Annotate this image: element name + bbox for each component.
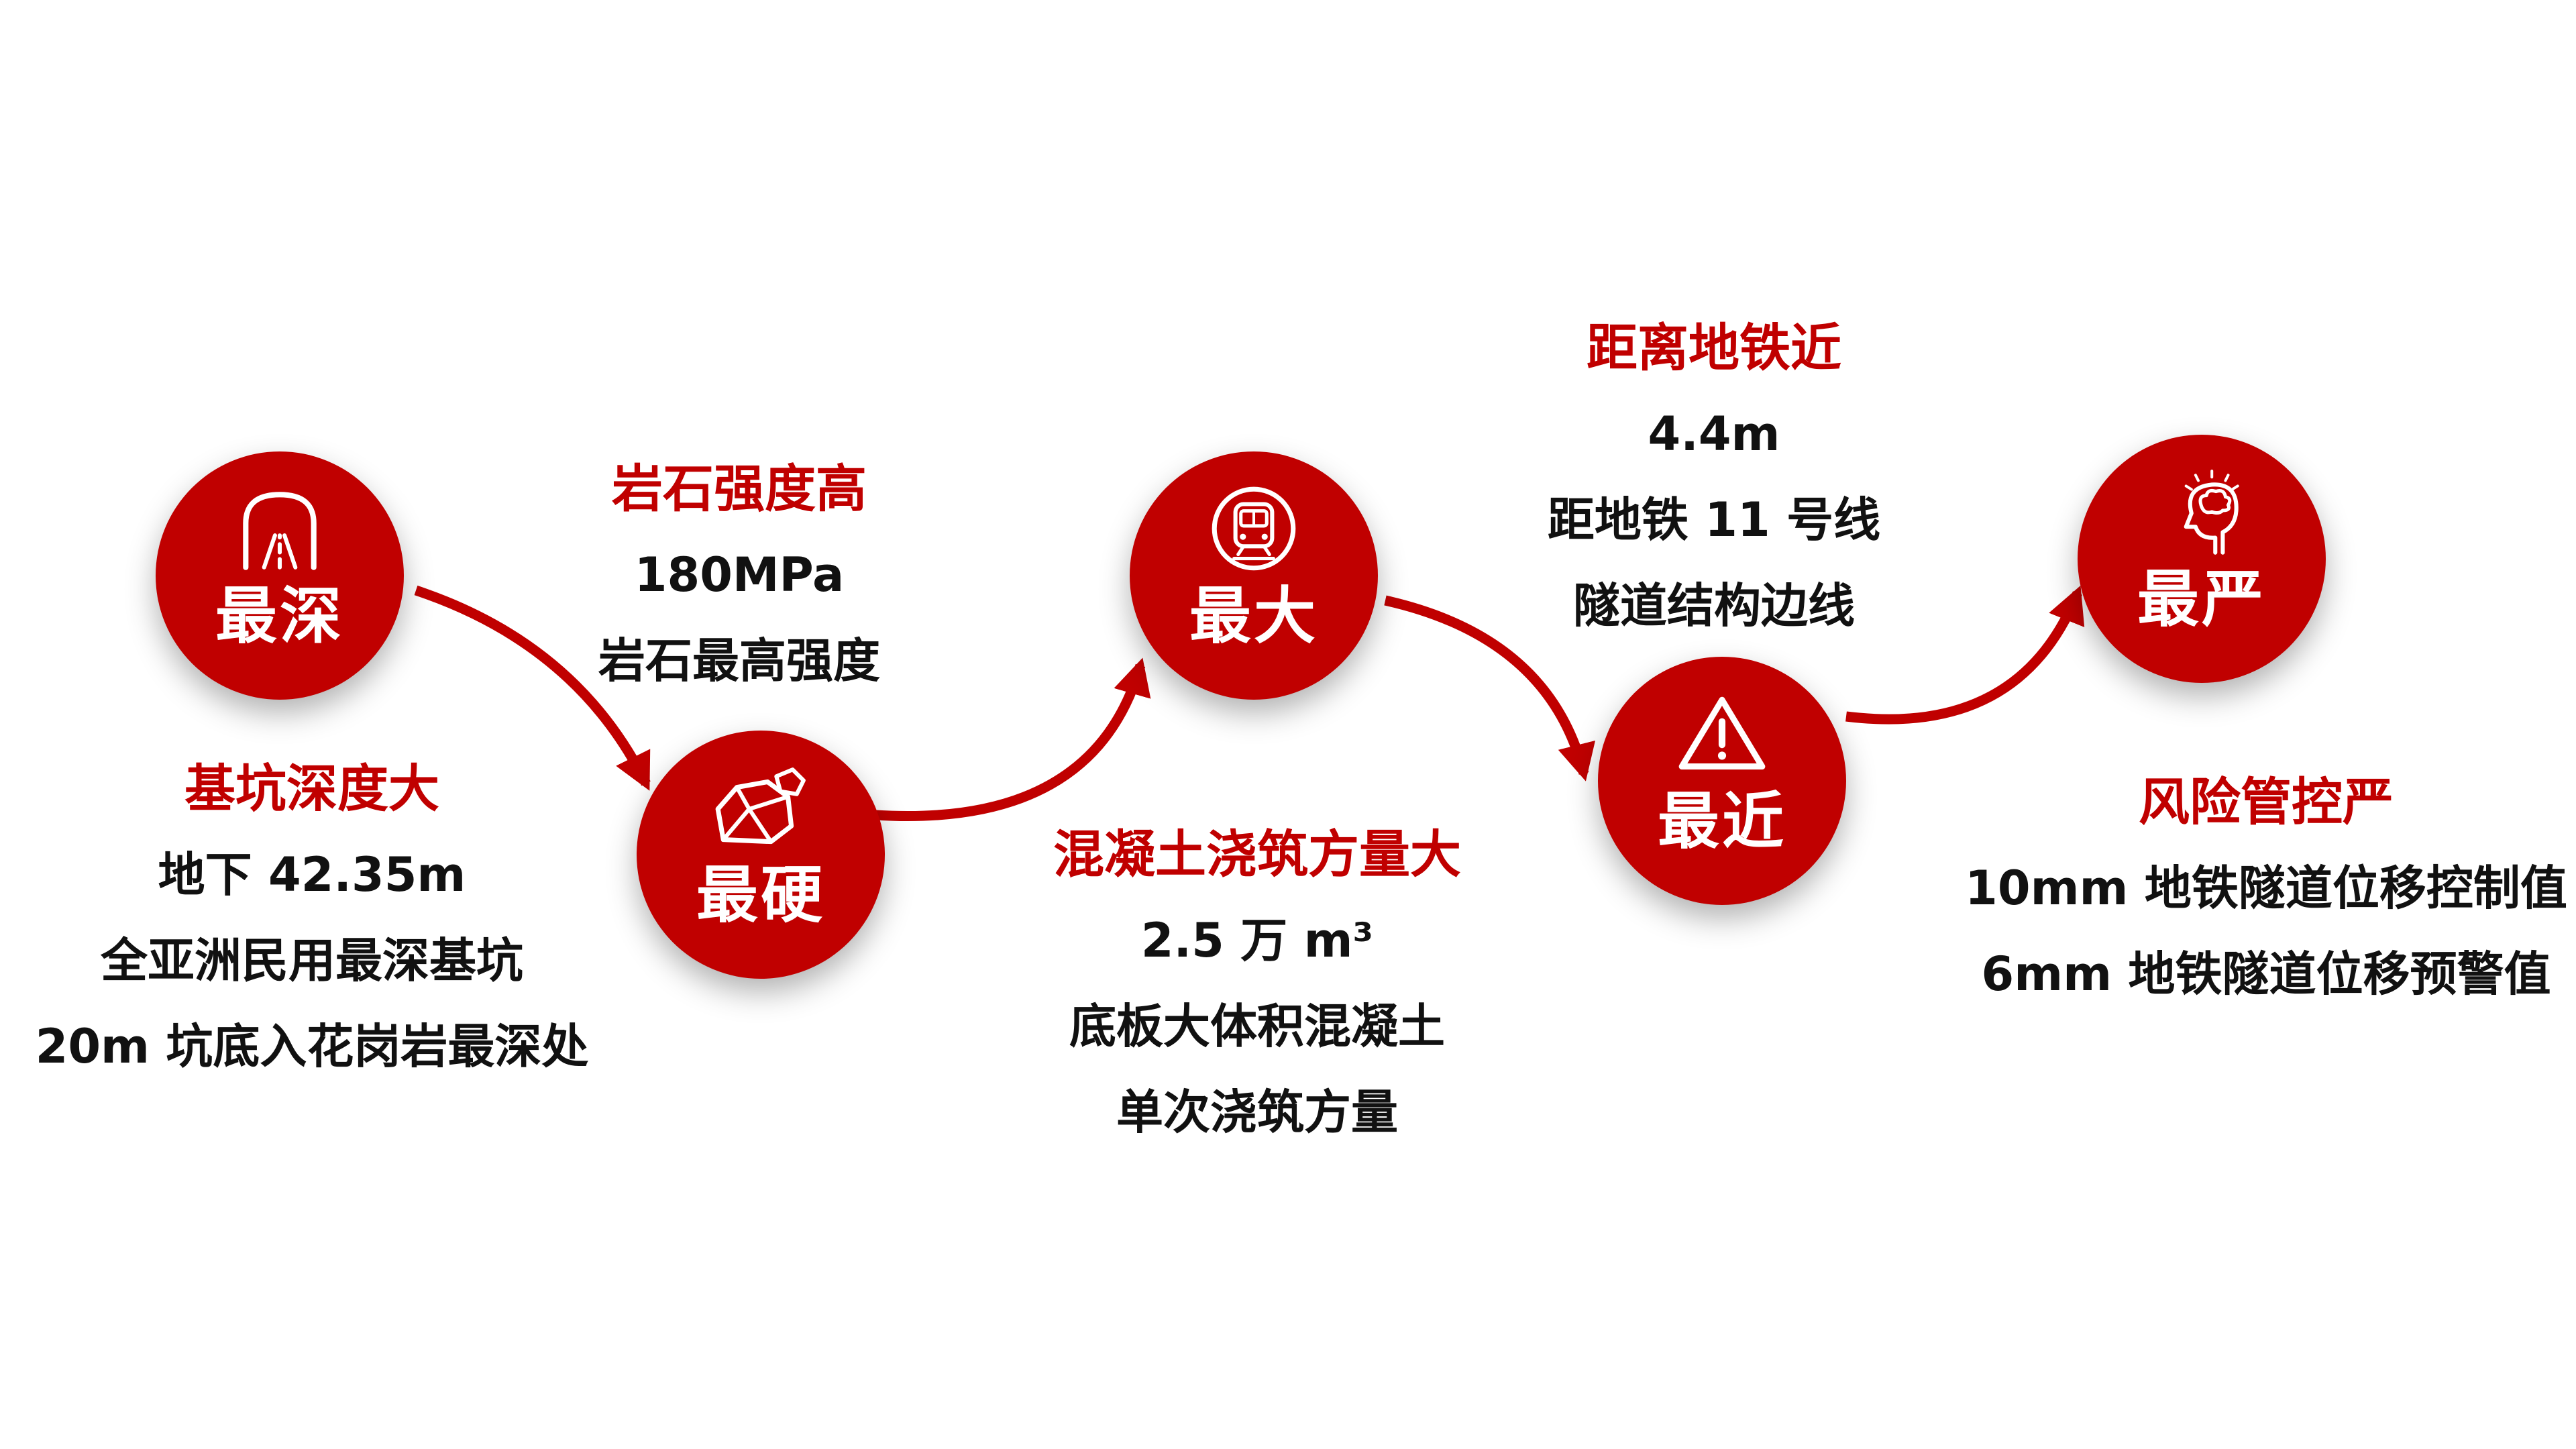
arrow-closest-to-strictest	[1845, 585, 2085, 724]
badge-largest: 最大	[1189, 580, 1318, 652]
badge-strictest: 最严	[2137, 564, 2266, 635]
node-line: 单次浇筑方量	[1116, 1085, 1398, 1140]
textblock-deepest: 基坑深度大 地下 42.35m 全亚洲民用最深基坑 20m 坑底入花岗岩最深处	[7, 746, 617, 1089]
node-line: 地下 42.35m	[158, 847, 466, 902]
node-strictest-circle: 最严	[2078, 435, 2326, 683]
node-line: 20m 坑底入花岗岩最深处	[35, 1019, 589, 1074]
rock-icon	[710, 760, 812, 858]
node-hardest-circle: 最硬	[637, 731, 885, 979]
node-deepest-circle: 最深	[156, 451, 404, 700]
arrow-largest-to-closest	[1384, 595, 1596, 782]
tunnel-road-icon	[229, 481, 331, 579]
node-line: 岩石最高强度	[598, 633, 880, 688]
node-title: 风险管控严	[2139, 772, 2394, 832]
textblock-largest: 混凝土浇筑方量大 2.5 万 m³ 底板大体积混凝土 单次浇筑方量	[955, 812, 1559, 1155]
node-line: 2.5 万 m³	[1140, 913, 1374, 968]
textblock-hardest: 岩石强度高 180MPa 岩石最高强度	[471, 446, 1008, 704]
node-line: 全亚洲民用最深基坑	[101, 933, 523, 988]
node-line: 底板大体积混凝土	[1069, 999, 1445, 1054]
node-line: 10mm 地铁隧道位移控制值	[1965, 861, 2567, 916]
badge-closest: 最近	[1657, 786, 1786, 857]
metro-train-icon	[1203, 481, 1305, 579]
arrow-deepest-to-hardest	[414, 585, 651, 791]
node-line: 6mm 地铁隧道位移预警值	[1981, 947, 2551, 1002]
mind-risk-icon	[2151, 464, 2253, 562]
node-line: 4.4m	[1648, 407, 1780, 462]
node-line: 隧道结构边线	[1573, 578, 1855, 633]
node-title: 基坑深度大	[184, 759, 439, 818]
node-title: 距离地铁近	[1587, 318, 1841, 378]
node-line: 180MPa	[634, 547, 845, 602]
node-title: 岩石强度高	[612, 459, 867, 519]
warning-triangle-icon	[1671, 686, 1773, 784]
badge-deepest: 最深	[215, 580, 344, 652]
node-title: 混凝土浇筑方量大	[1053, 824, 1461, 884]
arrow-hardest-to-largest	[875, 657, 1151, 822]
node-largest-circle: 最大	[1130, 451, 1378, 700]
textblock-strictest: 风险管控严 10mm 地铁隧道位移控制值 6mm 地铁隧道位移预警值	[1963, 759, 2569, 1017]
node-line: 距地铁 11 号线	[1547, 492, 1881, 547]
badge-hardest: 最硬	[696, 859, 825, 931]
textblock-closest: 距离地铁近 4.4m 距地铁 11 号线 隧道结构边线	[1412, 305, 2016, 649]
node-closest-circle: 最近	[1598, 657, 1846, 905]
